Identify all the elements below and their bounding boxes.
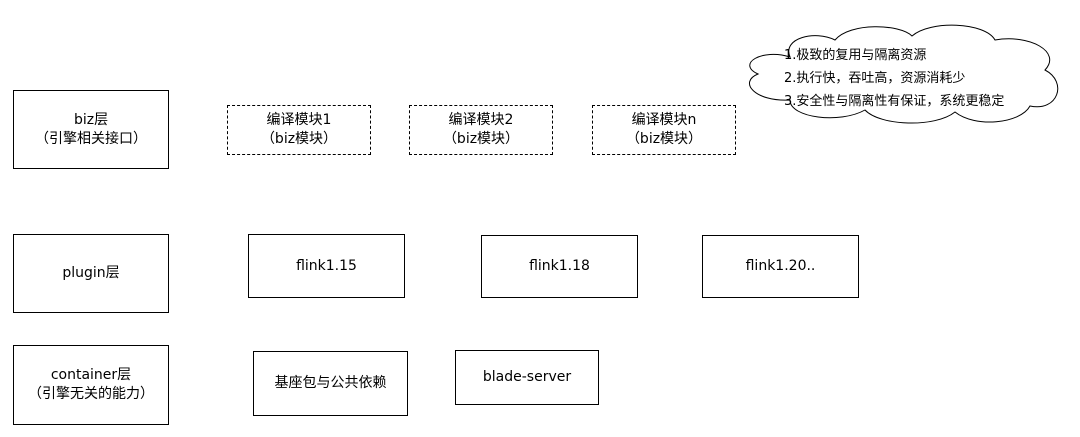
biz-module-2-subtitle: （biz模块） — [442, 131, 520, 147]
cloud-note-line-1: 1.极致的复用与隔离资源 — [784, 48, 927, 63]
biz-module-1-title: 编译模块1 — [266, 112, 332, 128]
biz-module-2-box: 编译模块2 （biz模块） — [409, 105, 553, 155]
cloud-note-line-3: 3.安全性与隔离性有保证，系统更稳定 — [784, 94, 1005, 109]
biz-layer-box: biz层 （引擎相关接口） — [13, 90, 169, 169]
plugin-flink-1-20-label: flink1.20.. — [745, 258, 816, 274]
cloud-note-line-2: 2.执行快，吞吐高，资源消耗少 — [784, 71, 966, 86]
cloud-note-text: 1.极致的复用与隔离资源 2.执行快，吞吐高，资源消耗少 3.安全性与隔离性有保… — [784, 44, 1004, 113]
container-base-deps-label: 基座包与公共依赖 — [274, 375, 387, 391]
biz-module-1-box: 编译模块1 （biz模块） — [227, 105, 371, 155]
plugin-flink-1-15-label: flink1.15 — [296, 257, 357, 274]
plugin-flink-1-15-box: flink1.15 — [248, 234, 405, 298]
biz-module-2-title: 编译模块2 — [448, 112, 514, 128]
container-blade-server-label: blade-server — [482, 369, 572, 385]
container-layer-title: container层 — [50, 367, 132, 383]
biz-module-n-subtitle: （biz模块） — [625, 131, 703, 147]
biz-module-1-subtitle: （biz模块） — [260, 131, 338, 147]
biz-layer-title: biz层 — [73, 111, 109, 128]
container-layer-box: container层 （引擎无关的能力） — [13, 345, 169, 425]
biz-module-n-box: 编译模块n （biz模块） — [592, 105, 736, 155]
plugin-layer-box: plugin层 — [13, 234, 169, 313]
biz-module-n-title: 编译模块n — [631, 112, 697, 128]
plugin-flink-1-18-box: flink1.18 — [481, 235, 638, 298]
plugin-flink-1-20-box: flink1.20.. — [702, 235, 859, 298]
container-layer-subtitle: （引擎无关的能力） — [28, 386, 154, 402]
plugin-layer-title: plugin层 — [62, 265, 120, 281]
biz-layer-subtitle: （引擎相关接口） — [35, 130, 147, 147]
container-base-deps-box: 基座包与公共依赖 — [253, 351, 408, 416]
container-blade-server-box: blade-server — [455, 350, 599, 405]
plugin-flink-1-18-label: flink1.18 — [529, 258, 590, 274]
